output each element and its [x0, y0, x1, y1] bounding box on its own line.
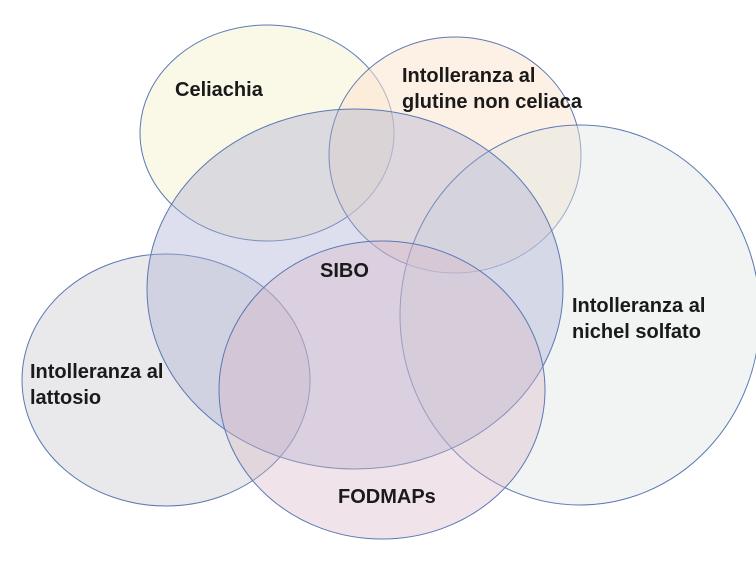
label-celiachia: Celiachia [175, 79, 264, 101]
label-glutine-non-celiaca: Intolleranza al glutine non celiaca [402, 65, 583, 113]
label-lattosio-line-2: lattosio [30, 387, 101, 409]
label-fodmaps-line-1: FODMAPs [338, 486, 436, 508]
ellipse-sibo [146, 108, 564, 470]
label-lattosio-line-1: Intolleranza al [30, 361, 163, 383]
label-sibo-line-1: SIBO [320, 260, 369, 282]
label-glutine-line-2: glutine non celiaca [402, 91, 583, 113]
label-glutine-line-1: Intolleranza al [402, 65, 535, 87]
ellipse-lattosio [21, 253, 311, 507]
label-nichel-solfato: Intolleranza al nichel solfato [572, 295, 711, 343]
label-nichel-line-2: nichel solfato [572, 321, 701, 343]
ellipse-fodmaps [218, 240, 546, 540]
label-sibo: SIBO [320, 260, 369, 282]
ellipse-nichel-solfato [399, 124, 756, 506]
ellipse-glutine-non-celiaca [328, 36, 582, 274]
label-nichel-line-1: Intolleranza al [572, 295, 705, 317]
label-fodmaps: FODMAPs [338, 486, 436, 508]
label-celiachia-line-1: Celiachia [175, 79, 264, 101]
label-lattosio: Intolleranza al lattosio [30, 361, 169, 409]
